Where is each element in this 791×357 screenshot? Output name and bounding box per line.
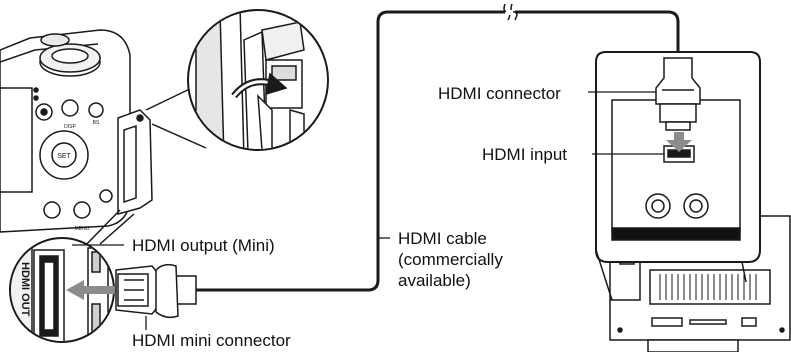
bs-button-label: BS <box>93 120 100 126</box>
camera-screen <box>0 87 33 193</box>
label-hdmi-cable-line3: available) <box>398 271 471 290</box>
hdmi-out-port-marking: HDMI OUT <box>19 262 31 317</box>
camera-port-door <box>117 109 153 215</box>
digital-camera <box>0 29 153 233</box>
tv-insert-arrow <box>666 132 692 152</box>
shutter-button <box>40 33 70 47</box>
label-hdmi-cable-line1: HDMI cable <box>398 229 487 248</box>
disp-button-label: DISP <box>64 124 76 130</box>
set-button-label: SET <box>57 153 71 160</box>
hdmi-cable-line <box>195 10 680 292</box>
set-button <box>51 142 77 168</box>
label-hdmi-cable-line2: (commercially <box>398 250 503 269</box>
tv-panel-dark-strip <box>611 227 741 241</box>
label-hdmi-output: HDMI output (Mini) <box>132 236 275 255</box>
television <box>595 51 791 353</box>
menu-button-label: MENU <box>75 226 90 232</box>
cable-break-gap <box>506 10 513 15</box>
label-hdmi-mini-connector: HDMI mini connector <box>132 331 291 350</box>
leader-lines <box>72 91 664 330</box>
label-hdmi-connector: HDMI connector <box>438 84 561 103</box>
tv-hdmi-connector <box>655 57 701 131</box>
zoom-callout-top <box>145 85 207 149</box>
insert-arrow <box>66 280 118 300</box>
magnified-hdmi-port <box>9 237 118 343</box>
magnified-port-door <box>187 9 329 151</box>
hdmi-cable <box>195 10 680 292</box>
tv-vents <box>659 274 757 300</box>
label-hdmi-input: HDMI input <box>482 145 568 164</box>
hdmi-mini-plug <box>115 263 197 319</box>
